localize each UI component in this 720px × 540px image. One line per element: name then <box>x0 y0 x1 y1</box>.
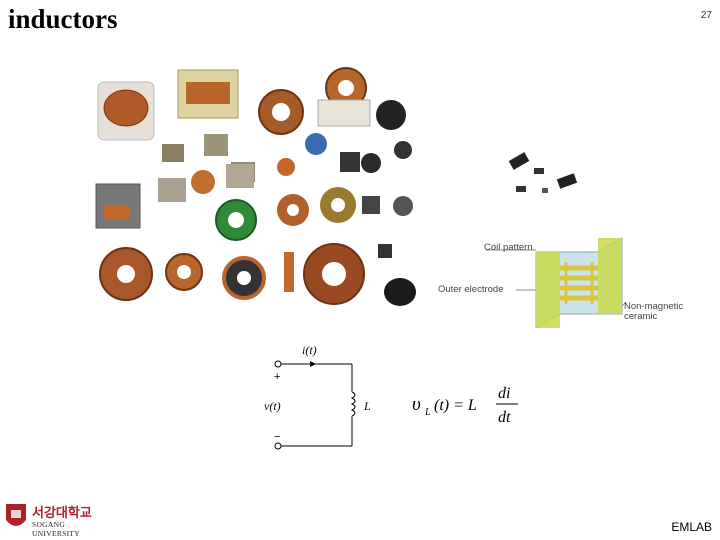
inductor-photo-item <box>95 67 416 306</box>
inductor-voltage-formula: υ L (t) = L di dt <box>412 385 518 426</box>
outer-electrode-label: Outer electrode <box>438 284 504 295</box>
formula-lhs-subscript: L <box>424 407 431 418</box>
formula-rhs: (t) = L <box>434 397 477 414</box>
university-name-korean: 서강대학교 <box>32 505 92 520</box>
university-name-english: SOGANG UNIVERSITY <box>32 520 80 538</box>
formula-numerator: di <box>498 385 510 402</box>
current-label: i(t) <box>302 343 317 357</box>
slide-title: inductors <box>8 4 118 34</box>
ceramic-label-line2: ceramic <box>624 311 658 322</box>
university-logo: 서강대학교 SOGANG UNIVERSITY <box>4 500 114 538</box>
formula-lhs: υ <box>412 394 421 415</box>
smd-inductors-photo <box>508 152 578 193</box>
footer-label: EMLAB <box>671 520 712 534</box>
ceramic-label: Non-magnetic ceramic <box>624 302 683 322</box>
voltage-label: v(t) <box>264 399 281 413</box>
inductor-circuit-diagram: i(t) + v(t) − L <box>264 343 371 450</box>
university-emblem-icon <box>6 504 26 526</box>
coil-pattern-label: Coil pattern <box>484 242 533 253</box>
page-number: 27 <box>700 10 712 21</box>
minus-sign: − <box>274 431 280 443</box>
ceramic-label-line1: Non-magnetic <box>624 301 684 312</box>
plus-sign: + <box>274 371 280 383</box>
formula-denominator: dt <box>498 409 511 426</box>
multilayer-coil-diagram <box>486 237 627 328</box>
inductor-label: L <box>363 399 371 413</box>
inductor-photo-collage <box>95 67 416 306</box>
